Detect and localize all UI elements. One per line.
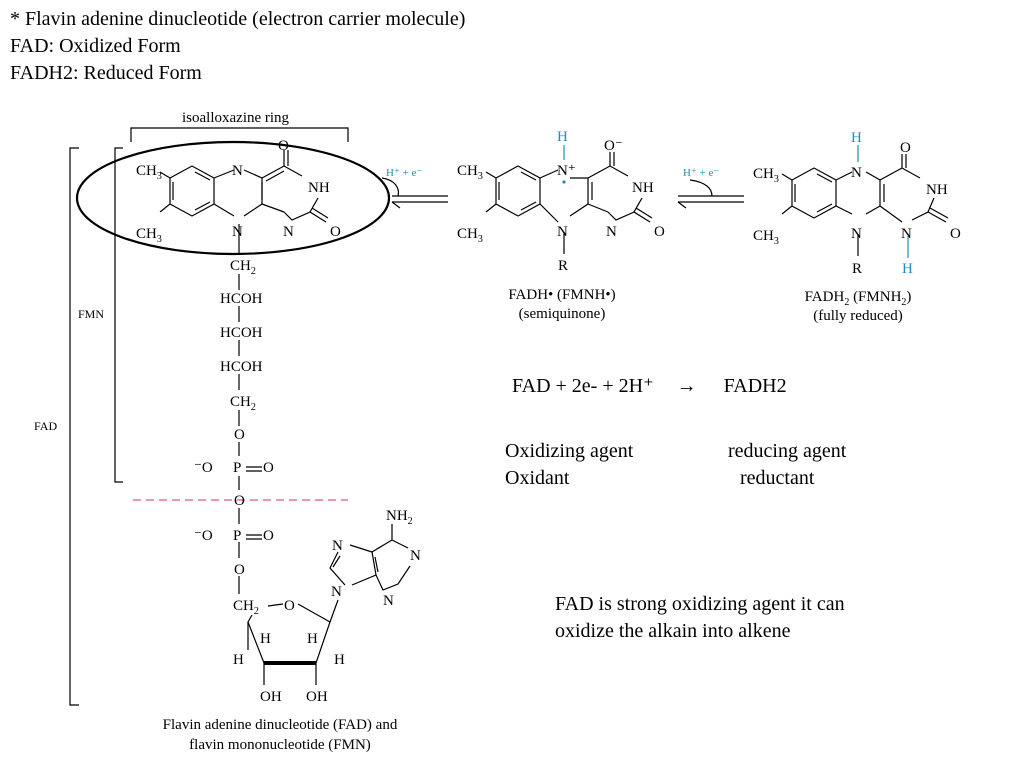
equilibrium-arrow-2: [677, 179, 744, 209]
ch3-top-label: CH3: [136, 163, 162, 182]
minus-o-label-1: ⁻O: [194, 460, 213, 476]
header-line-3: FADH2: Reduced Form: [10, 62, 202, 84]
reduced-ch3-top: CH3: [753, 166, 779, 185]
o4-label: O: [278, 138, 289, 154]
arrow-icon: →: [676, 375, 697, 397]
ch2-3-label: CH2: [233, 598, 259, 617]
reductant-label: reductant: [740, 467, 815, 489]
isoalloxazine-ring-label: isoalloxazine ring: [182, 110, 290, 126]
ring-highlight-ellipse: [75, 140, 391, 256]
equilibrium-arrow-1: [381, 177, 448, 209]
ch2-2-label: CH2: [230, 394, 256, 413]
ribose-h3-label: H: [233, 652, 244, 668]
ribose-h1-label: H: [260, 631, 271, 647]
semiquinone-n10-label: N: [557, 224, 568, 240]
adenine-n1-label: N: [410, 548, 421, 564]
oxidant-label: Oxidant: [505, 467, 570, 489]
oh-1-label: OH: [260, 689, 282, 705]
n5-label: N: [232, 163, 243, 179]
equation-right: FADH2: [723, 375, 787, 397]
bottom-caption-1: Flavin adenine dinucleotide (FAD) and: [163, 717, 398, 733]
reduced-caption-2: (fully reduced): [813, 308, 903, 324]
n10-label: N: [232, 224, 243, 240]
ch3-bottom-label: CH3: [136, 226, 162, 245]
n1-label: N: [283, 224, 294, 240]
p-label-1: P: [233, 460, 241, 476]
ribose-h2-label: H: [307, 631, 318, 647]
semiquinone-r-label: R: [558, 258, 568, 274]
adenine-bonds: [329, 524, 411, 591]
equation-left: FAD + 2e- + 2H⁺: [512, 375, 654, 397]
fmn-label: FMN: [78, 307, 104, 321]
radical-dot: [562, 180, 566, 184]
o-label-3: O: [234, 562, 245, 578]
equation: FAD + 2e- + 2H⁺ → FADH2: [512, 373, 787, 398]
note-line-1: FAD is strong oxidizing agent it can: [555, 593, 845, 615]
reduced-h1-label: H: [902, 261, 913, 277]
reduced-ch3-bottom: CH3: [753, 228, 779, 247]
nh2-label: NH2: [386, 508, 413, 527]
semiquinone-o4-label: O⁻: [604, 138, 623, 154]
reduced-h5-label: H: [851, 130, 862, 146]
eq-o-label-2: O: [263, 528, 274, 544]
o2-label: O: [330, 224, 341, 240]
header-line-1: * Flavin adenine dinucleotide (electron …: [10, 8, 466, 30]
reduced-o4-label: O: [900, 140, 911, 156]
hcoh-3-label: HCOH: [220, 359, 263, 375]
eq-o-label-1: O: [263, 460, 274, 476]
reagent-label-2: H⁺ + e⁻: [683, 167, 719, 179]
o-label-2: O: [234, 493, 245, 509]
ribose-h4-label: H: [334, 652, 345, 668]
adenine-n7-label: N: [332, 538, 343, 554]
header-line-2: FAD: Oxidized Form: [10, 35, 181, 57]
reduced-o2-label: O: [950, 226, 961, 242]
hcoh-1-label: HCOH: [220, 291, 263, 307]
reducing-agent-label: reducing agent: [728, 440, 847, 462]
reduced-nh-label: NH: [926, 182, 948, 198]
ribose-o-label: O: [284, 598, 295, 614]
p-label-2: P: [233, 528, 241, 544]
reduced-r-label: R: [852, 261, 862, 277]
hcoh-2-label: HCOH: [220, 325, 263, 341]
note-line-2: oxidize the alkain into alkene: [555, 620, 791, 642]
semiquinone-o2-label: O: [654, 224, 665, 240]
adenine-n9-label: N: [331, 584, 342, 600]
semiquinone-n5-label: N⁺: [557, 163, 576, 179]
reduced-caption-1: FADH2 (FMNH2): [805, 289, 912, 308]
minus-o-label-2: ⁻O: [194, 528, 213, 544]
semiquinone-ch3-bottom: CH3: [457, 226, 483, 245]
reduced-n1-label: N: [901, 226, 912, 242]
reagent-label-1: H⁺ + e⁻: [386, 167, 422, 179]
oxidizing-agent-label: Oxidizing agent: [505, 440, 634, 462]
oh-2-label: OH: [306, 689, 328, 705]
fad-label: FAD: [34, 419, 57, 433]
semiquinone-bonds: [485, 152, 653, 254]
semiquinone-h-label: H: [557, 129, 568, 145]
o-label-1: O: [234, 427, 245, 443]
semiquinone-caption-1: FADH• (FMNH•): [508, 287, 615, 303]
semiquinone-caption-2: (semiquinone): [519, 306, 606, 322]
semiquinone-ch3-top: CH3: [457, 163, 483, 182]
reduced-n5-label: N: [851, 165, 862, 181]
nh3-label: NH: [308, 180, 330, 196]
left-ring-bonds: [159, 150, 329, 594]
ch2-1-label: CH2: [230, 258, 256, 277]
reduced-n10-label: N: [851, 226, 862, 242]
semiquinone-n1-label: N: [606, 224, 617, 240]
reduced-bonds: [781, 154, 949, 256]
bottom-caption-2: flavin mononucleotide (FMN): [189, 737, 371, 753]
semiquinone-nh-label: NH: [632, 180, 654, 196]
adenine-n3-label: N: [383, 593, 394, 609]
